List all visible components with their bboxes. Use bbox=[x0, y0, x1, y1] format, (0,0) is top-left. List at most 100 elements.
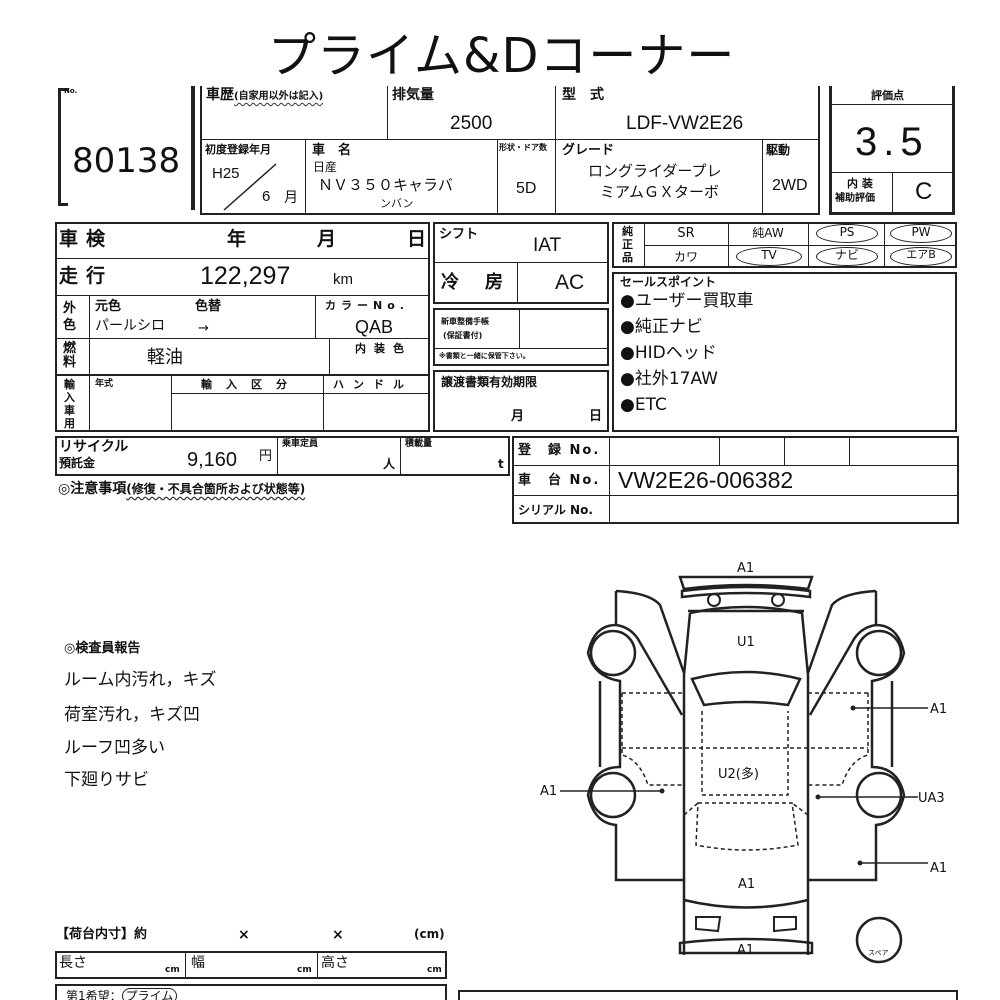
mark-rear-bumper: A1 bbox=[737, 943, 755, 958]
maintenance-label-2: (保証書付) bbox=[443, 331, 483, 340]
cargo-width-cm: cm bbox=[297, 965, 312, 975]
car-damage-diagram bbox=[560, 575, 928, 964]
score-box: 評価点 3.5 内 装 補助評価 C bbox=[829, 86, 955, 215]
car-name-line2: ンバン bbox=[380, 197, 414, 210]
maker: 日産 bbox=[313, 160, 338, 174]
shaken-year-unit: 年 bbox=[227, 228, 247, 250]
score-value: 3.5 bbox=[855, 120, 929, 164]
equipment-genuine-aw: 純AW bbox=[752, 226, 784, 240]
history-label: 車歴(自家用以外は記入) bbox=[206, 87, 324, 103]
report-line-4: 下廻りサビ bbox=[64, 770, 149, 790]
recycle-unit: 円 bbox=[259, 449, 273, 464]
displacement-label: 排気量 bbox=[392, 87, 434, 103]
sales-point-3: ●HIDヘッド bbox=[620, 343, 717, 363]
grade-line1: ロングライダープレ bbox=[588, 162, 722, 180]
equipment-pw: PW bbox=[890, 224, 952, 243]
vehicle-top-grid: 車歴(自家用以外は記入) 排気量 2500 型 式 LDF-VW2E26 初度登… bbox=[200, 86, 820, 215]
cargo-times-1: × bbox=[238, 927, 250, 943]
maintenance-label-1: 新車整備手帳 bbox=[441, 317, 489, 326]
first-choice-box bbox=[55, 984, 447, 1000]
drive-value: 2WD bbox=[772, 177, 808, 194]
color-change-label: 色替 bbox=[195, 299, 222, 314]
model-code-value: LDF-VW2E26 bbox=[626, 113, 744, 134]
displacement-value: 2500 bbox=[450, 113, 493, 134]
color-change-arrow: → bbox=[198, 321, 209, 336]
maintenance-note: ※書類と一緒に保管下さい。 bbox=[439, 352, 530, 360]
color-no-value: QAB bbox=[355, 317, 394, 337]
page-title: プライム&Dコーナー bbox=[268, 28, 736, 84]
equipment-leather: カワ bbox=[673, 250, 698, 264]
first-registration-era: H25 bbox=[212, 165, 240, 182]
inspection-table: 車検 年 月 日 走行 122,297 km 外色 元色 色替 パールシロ → … bbox=[55, 222, 430, 432]
import-label: 輸入車用 bbox=[64, 378, 75, 430]
first-choice-label: 第1希望：プライム bbox=[66, 988, 178, 1000]
date-slash bbox=[223, 163, 277, 211]
cargo-label: 【荷台内寸】約 bbox=[56, 927, 148, 942]
bottom-right-box bbox=[458, 990, 958, 1000]
car-name-line1: ＮＶ３５０キャラバ bbox=[318, 176, 453, 194]
recycle-row: リサイクル 預託金 9,160 円 乗車定員 人 積載量 t bbox=[55, 436, 510, 476]
mark-roof: U2(多) bbox=[718, 767, 759, 782]
equipment-navi: ナビ bbox=[816, 247, 878, 266]
drive-label: 駆動 bbox=[766, 143, 791, 157]
inspector-report-label: ◎検査員報告 bbox=[64, 641, 141, 656]
ac-value: AC bbox=[555, 271, 585, 294]
handle-label: ハンドル bbox=[333, 378, 413, 391]
chassis-no-value: VW2E26-006382 bbox=[618, 467, 794, 493]
mileage-label: 走行 bbox=[59, 265, 114, 287]
capacity-unit: 人 bbox=[383, 457, 396, 471]
load-unit: t bbox=[498, 457, 504, 471]
interior-score-value: C bbox=[915, 178, 933, 205]
equipment-airbag: エアB bbox=[890, 247, 952, 266]
mark-right-side: UA3 bbox=[918, 791, 945, 806]
equipment-ps: PS bbox=[816, 224, 878, 243]
shift-value: IAT bbox=[533, 235, 562, 256]
grade-line2: ミアムＧＸターボ bbox=[600, 183, 719, 201]
spare-tire-label: スペア bbox=[868, 949, 889, 957]
equipment-label: 純正品 bbox=[622, 225, 633, 264]
color-no-label: カラーNo. bbox=[325, 299, 409, 312]
shaken-label: 車検 bbox=[59, 228, 114, 250]
cargo-unit: (cm) bbox=[414, 927, 445, 941]
report-line-3: ルーフ凹多い bbox=[64, 738, 165, 758]
original-color-value: パールシロ bbox=[95, 318, 165, 334]
sales-point-2: ●純正ナビ bbox=[620, 317, 703, 337]
shaken-month-unit: 月 bbox=[317, 228, 337, 250]
first-registration-month: 6 bbox=[262, 188, 271, 205]
recycle-value: 9,160 bbox=[187, 449, 238, 471]
ac-label: 冷 房 bbox=[441, 272, 507, 293]
model-code-label: 型 式 bbox=[562, 87, 604, 103]
mark-rear-glass: A1 bbox=[738, 877, 756, 892]
notes-label: ◎注意事項(修復・不具合箇所および状態等) bbox=[58, 481, 306, 497]
equipment-tv: TV bbox=[736, 247, 802, 266]
interior-label-1: 内 装 bbox=[847, 177, 873, 190]
recycle-label-2: 預託金 bbox=[59, 456, 96, 470]
model-year-label: 年式 bbox=[95, 379, 114, 389]
cargo-height-label: 高さ bbox=[321, 955, 349, 971]
sales-points-box bbox=[612, 272, 957, 432]
transfer-day-unit: 日 bbox=[589, 409, 603, 424]
report-line-2: 荷室汚れ，キズ凹 bbox=[64, 705, 200, 725]
fuel-label: 燃料 bbox=[63, 341, 77, 370]
interior-color-label: 内装色 bbox=[355, 342, 412, 355]
lot-bracket bbox=[58, 88, 68, 206]
cargo-times-2: × bbox=[332, 927, 344, 943]
report-line-1: ルーム内汚れ，キズ bbox=[64, 670, 217, 690]
mileage-value: 122,297 bbox=[200, 262, 291, 290]
sales-points-label: セールスポイント bbox=[620, 275, 717, 289]
first-registration-month-unit: 月 bbox=[284, 190, 298, 206]
mark-left-side: A1 bbox=[540, 784, 558, 799]
mark-right-rear: A1 bbox=[930, 861, 948, 876]
car-name-label: 車 名 bbox=[312, 143, 352, 158]
sales-point-4: ●社外17AW bbox=[620, 369, 718, 389]
mark-front-bumper: A1 bbox=[737, 561, 755, 576]
lot-no-label: No. bbox=[64, 87, 78, 95]
cargo-height-cm: cm bbox=[427, 965, 442, 975]
registration-table: 登 録 No. 車 台 No. VW2E26-006382 シリアル No. bbox=[512, 436, 959, 524]
equipment-table: 純正品 SR 純AW PS PW カワ TV ナビ エアB bbox=[612, 222, 957, 268]
interior-label-2: 補助評価 bbox=[835, 193, 875, 204]
shape-doors-value: 5D bbox=[516, 180, 537, 197]
original-color-label: 元色 bbox=[95, 299, 122, 314]
capacity-label: 乗車定員 bbox=[282, 439, 319, 449]
sales-point-1: ●ユーザー買取車 bbox=[620, 291, 754, 311]
